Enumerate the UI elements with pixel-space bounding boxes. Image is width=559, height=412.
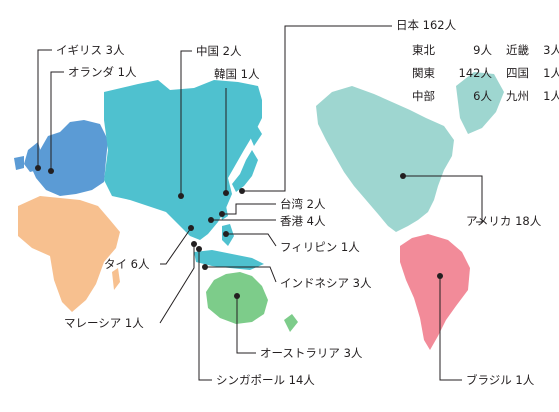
leader-line-australia <box>236 296 256 354</box>
leader-line-brazil <box>439 276 462 381</box>
sakhalin-island <box>248 124 262 146</box>
marker-philippines <box>223 231 229 237</box>
region-count: 9人 <box>473 43 492 57</box>
leader-lines <box>37 25 483 381</box>
region-name: 四国 <box>506 66 529 80</box>
label-philippines: フィリピン 1人 <box>280 240 360 254</box>
leader-line-taiwan <box>222 203 276 215</box>
africa-region <box>18 196 120 312</box>
south-america-region <box>400 234 470 350</box>
japan-region-row: 東北 9人近畿 3人 <box>412 43 559 57</box>
leader-line-thailand <box>160 227 192 265</box>
marker-usa <box>400 173 406 179</box>
label-australia: オーストラリア 3人 <box>260 346 363 360</box>
label-uk: イギリス 3人 <box>56 43 125 57</box>
marker-indonesia <box>202 264 208 270</box>
ireland-island <box>14 156 24 170</box>
north-america-region <box>316 86 454 232</box>
marker-japan <box>239 188 245 194</box>
label-thailand: タイ 6人 <box>104 257 150 271</box>
japan-region-row: 関東 142人四国 1人 <box>412 66 559 80</box>
label-taiwan: 台湾 2人 <box>280 197 326 211</box>
region-name: 近畿 <box>506 43 529 57</box>
marker-thailand <box>188 225 194 231</box>
greenland-island <box>456 72 504 134</box>
leader-line-china <box>180 50 192 196</box>
label-netherlands: オランダ 1人 <box>68 65 137 79</box>
marker-brazil <box>437 273 443 279</box>
indonesia-islands <box>194 250 264 270</box>
region-name: 九州 <box>506 89 529 103</box>
region-name: 中部 <box>412 89 435 103</box>
region-count: 142人 <box>458 66 492 80</box>
marker-malaysia <box>191 241 197 247</box>
leader-line-uk <box>37 49 52 168</box>
marker-singapore <box>196 246 202 252</box>
leader-line-japan <box>242 25 392 192</box>
region-count: 3人 <box>543 43 559 57</box>
leader-line-indonesia <box>205 266 277 283</box>
leader-line-philippines <box>226 233 277 247</box>
leader-line-singapore <box>198 249 212 381</box>
marker-uk <box>35 165 41 171</box>
marker-china <box>178 193 184 199</box>
location-markers <box>35 165 443 299</box>
japan-islands <box>232 150 258 192</box>
label-malaysia: マレーシア 1人 <box>64 316 144 330</box>
madagascar-island <box>112 268 120 290</box>
japan-region-row: 中部 6人九州 1人 <box>412 89 559 103</box>
marker-netherlands <box>48 168 54 174</box>
leader-line-netherlands <box>50 71 64 171</box>
europe-region <box>28 120 108 196</box>
marker-australia <box>234 293 240 299</box>
label-indonesia: インドネシア 3人 <box>280 276 372 290</box>
label-korea: 韓国 1人 <box>214 67 260 81</box>
leader-line-usa <box>403 175 483 223</box>
region-count: 1人 <box>543 89 559 103</box>
leader-line-malaysia <box>159 244 195 324</box>
label-hongkong: 香港 4人 <box>280 214 326 228</box>
asia-region <box>104 80 262 240</box>
label-brazil: ブラジル 1人 <box>466 373 535 387</box>
marker-korea <box>223 190 229 196</box>
region-name: 関東 <box>412 66 435 80</box>
new-zealand-island <box>284 314 298 332</box>
label-usa: アメリカ 18人 <box>466 214 542 228</box>
marker-hongkong <box>208 217 214 223</box>
region-count: 6人 <box>473 89 492 103</box>
label-japan: 日本 162人 <box>396 18 457 32</box>
marker-taiwan <box>219 211 225 217</box>
label-singapore: シンガポール 14人 <box>216 373 315 387</box>
region-name: 東北 <box>412 43 435 57</box>
region-count: 1人 <box>543 66 559 80</box>
continents <box>14 72 504 350</box>
label-china: 中国 2人 <box>196 44 242 58</box>
